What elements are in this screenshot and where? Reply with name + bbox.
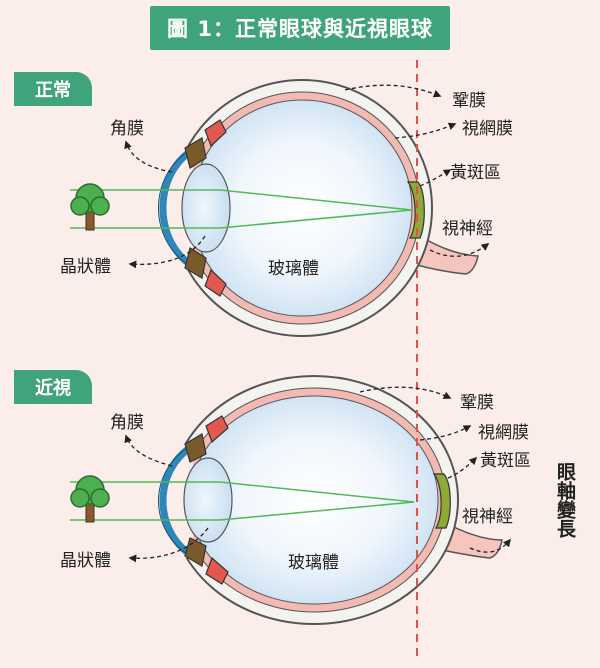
panel-tag-normal: 正常	[14, 72, 92, 106]
label-macula: 黃斑區	[450, 163, 501, 183]
label-cornea: 角膜	[110, 413, 144, 433]
axial-elongation-note: 眼軸變長	[554, 462, 576, 538]
label-retina: 視網膜	[478, 423, 529, 443]
label-optic-nerve: 視神經	[442, 219, 493, 239]
iris-top	[184, 433, 207, 463]
label-lens: 晶狀體	[60, 257, 111, 277]
label-lens: 晶狀體	[60, 551, 111, 571]
macula	[432, 473, 451, 529]
macula	[406, 181, 425, 239]
label-cornea: 角膜	[110, 119, 144, 139]
label-vitreous: 玻璃體	[288, 553, 339, 573]
ciliary-bottom	[204, 268, 227, 297]
iris-top	[184, 137, 207, 169]
normal-eye	[70, 79, 479, 337]
panel-tag-myopia: 近視	[14, 370, 92, 404]
lens	[183, 457, 233, 543]
label-sclera: 鞏膜	[452, 91, 486, 111]
cornea	[159, 144, 198, 272]
ciliary-top	[204, 119, 227, 148]
iris-bottom	[184, 247, 207, 279]
ciliary-bottom	[205, 556, 229, 585]
label-vitreous: 玻璃體	[268, 259, 319, 279]
dashed-arrow-icon	[124, 84, 490, 269]
myopia-eye	[70, 375, 503, 625]
dashed-arrow-icon	[124, 386, 511, 563]
cornea	[159, 440, 198, 562]
label-sclera: 鞏膜	[460, 393, 494, 413]
tree-icon	[70, 183, 110, 231]
label-retina: 視網膜	[462, 119, 513, 139]
label-macula: 黃斑區	[480, 451, 531, 471]
ciliary-top	[205, 415, 229, 444]
figure-title: 圖 1：正常眼球與近視眼球	[150, 6, 450, 50]
label-optic-nerve: 視神經	[462, 507, 513, 527]
tree-icon	[70, 475, 110, 523]
lens	[181, 163, 231, 253]
